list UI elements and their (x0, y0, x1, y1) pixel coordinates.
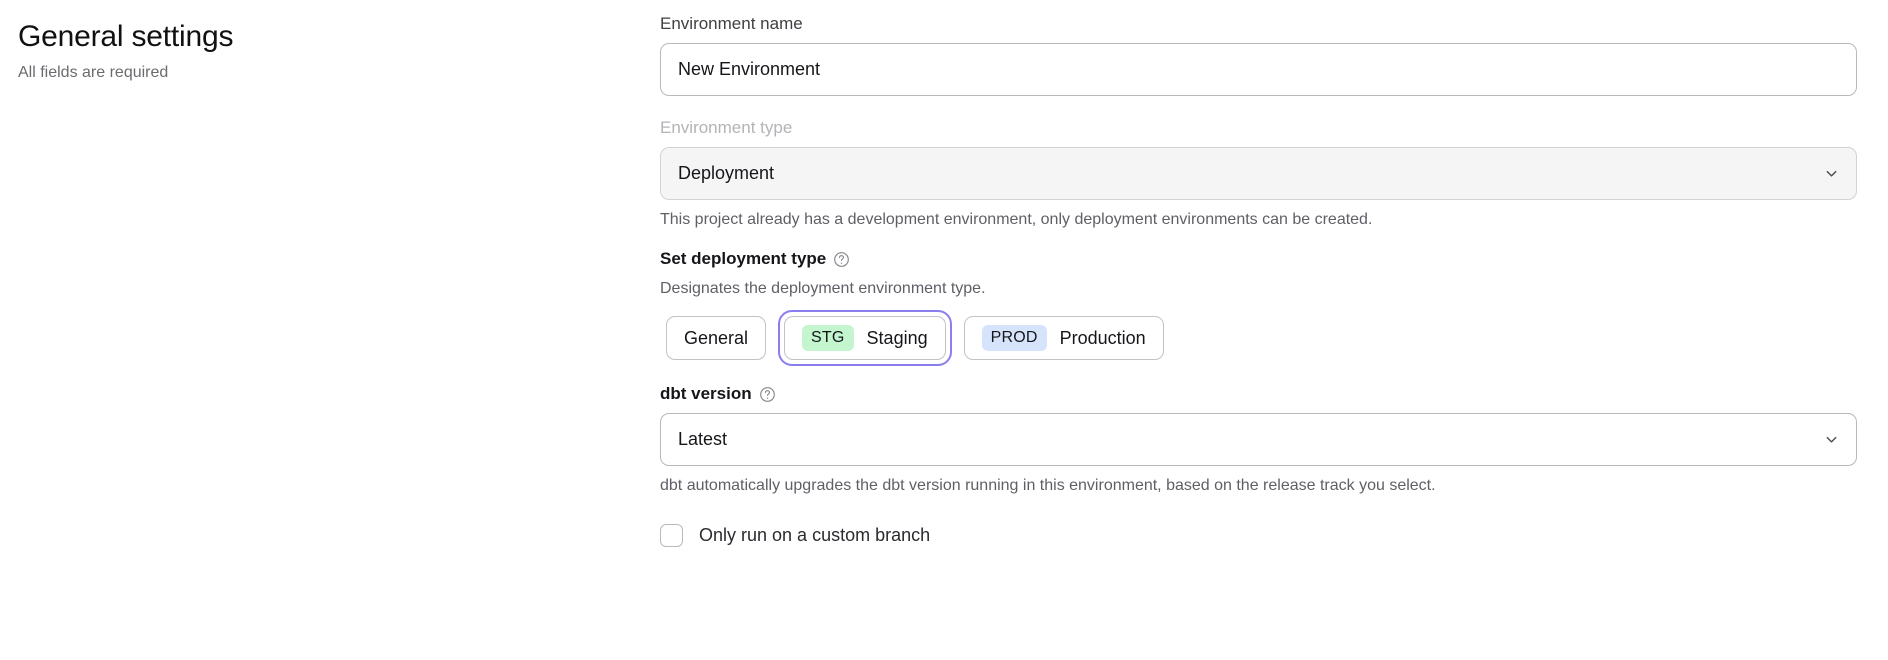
deployment-type-label-row: Set deployment type (660, 247, 1857, 271)
dbt-version-label: dbt version (660, 384, 752, 403)
chevron-down-icon (1824, 432, 1839, 447)
environment-type-label: Environment type (660, 118, 793, 137)
environment-type-value: Deployment (678, 163, 775, 183)
deployment-type-option-general-label: General (684, 327, 749, 348)
custom-branch-row[interactable]: Only run on a custom branch (660, 523, 1857, 547)
deployment-type-option-general-wrapper: General (660, 310, 772, 366)
chevron-down-icon (1824, 166, 1839, 181)
deployment-type-description: Designates the deployment environment ty… (660, 280, 986, 297)
environment-type-field: Environment type Deployment This project… (660, 116, 1857, 231)
deployment-type-option-production-label: Production (1059, 327, 1146, 348)
dbt-version-value: Latest (678, 429, 728, 449)
dbt-version-hint: dbt automatically upgrades the dbt versi… (660, 477, 1436, 494)
dbt-version-field: dbt version Latest dbt automatica (660, 382, 1857, 497)
deployment-type-option-staging-wrapper: STG Staging (778, 310, 952, 366)
deployment-type-option-general[interactable]: General (666, 316, 767, 360)
production-badge: PROD (981, 325, 1047, 351)
settings-form-column: Environment name New Environment Environ… (660, 0, 1888, 660)
custom-branch-label: Only run on a custom branch (699, 525, 931, 545)
environment-type-select[interactable]: Deployment (660, 147, 1857, 200)
environment-name-field: Environment name New Environment (660, 12, 1857, 96)
dbt-version-label-row: dbt version (660, 382, 1857, 406)
staging-badge: STG (802, 325, 854, 351)
page-title: General settings (18, 20, 234, 53)
deployment-type-option-staging-label: Staging (866, 327, 928, 348)
environment-name-input[interactable]: New Environment (660, 43, 1857, 96)
page-subtitle: All fields are required (18, 64, 169, 81)
environment-type-hint: This project already has a development e… (660, 211, 1373, 228)
deployment-type-option-staging[interactable]: STG Staging (784, 316, 946, 360)
deployment-type-option-production-wrapper: PROD Production (958, 310, 1170, 366)
question-circle-icon[interactable] (833, 251, 850, 268)
settings-description-column: General settings All fields are required (0, 0, 660, 660)
dbt-version-select[interactable]: Latest (660, 413, 1857, 466)
environment-name-label: Environment name (660, 14, 803, 33)
question-circle-icon[interactable] (759, 386, 776, 403)
deployment-type-option-production[interactable]: PROD Production (963, 316, 1164, 360)
deployment-type-label: Set deployment type (660, 249, 827, 268)
deployment-type-field: Set deployment type Designates the deplo… (660, 247, 1857, 366)
deployment-type-button-group: General STG Staging PROD Production (660, 310, 1857, 366)
custom-branch-checkbox[interactable] (660, 523, 683, 547)
